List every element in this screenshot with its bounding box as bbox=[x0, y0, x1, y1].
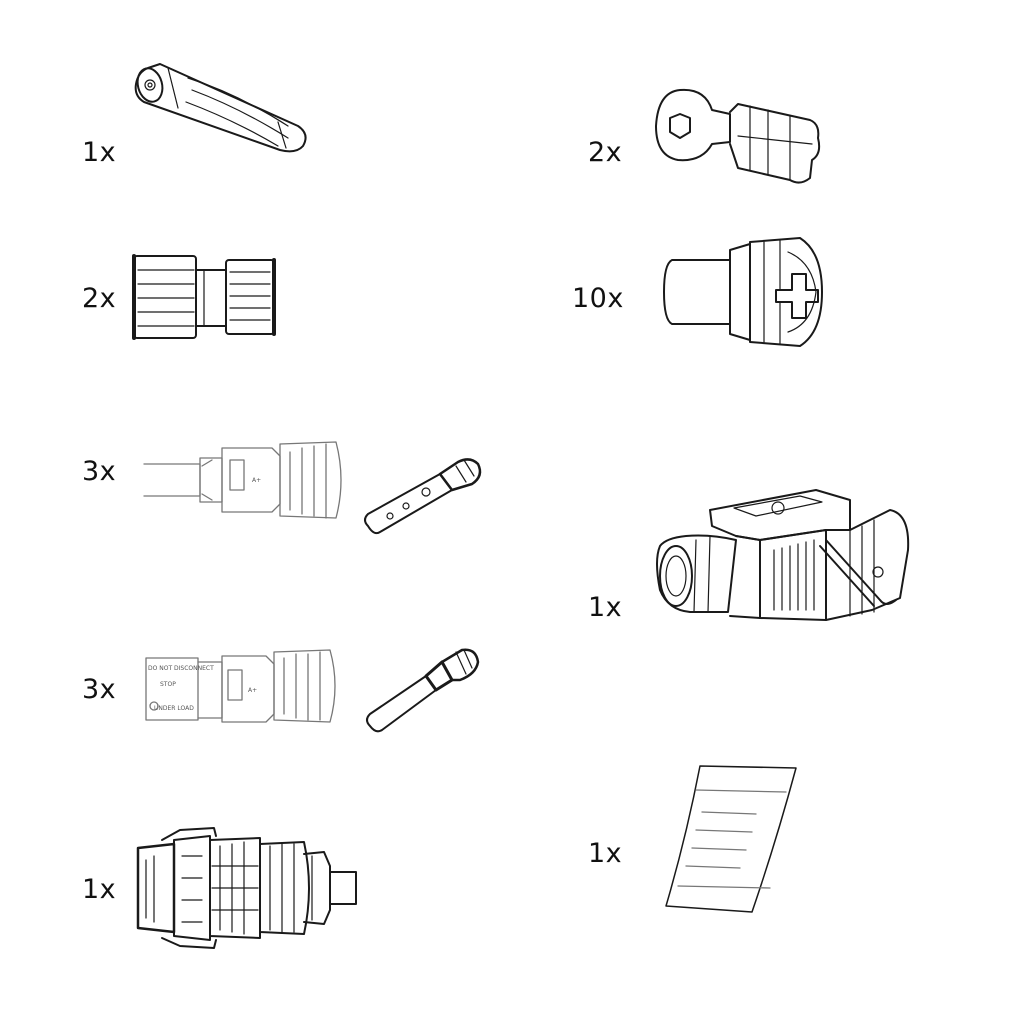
svg-text:A+: A+ bbox=[248, 687, 257, 694]
ac-connector-icon bbox=[650, 480, 930, 630]
quantity-cable-gland: 2x bbox=[82, 283, 117, 314]
quantity-pv-connector-set-b: 3x bbox=[82, 674, 117, 705]
hex-screwdriver-icon bbox=[128, 56, 313, 156]
communication-connector-icon bbox=[134, 826, 364, 951]
quantity-document: 1x bbox=[588, 838, 623, 869]
quantity-ring-terminal: 2x bbox=[588, 137, 623, 168]
pv-pin-icon bbox=[360, 446, 490, 541]
combination-screw-icon bbox=[660, 232, 830, 352]
document-sheet-icon bbox=[660, 762, 805, 917]
ring-terminal-icon bbox=[650, 82, 825, 192]
pv-connector-icon: A+ bbox=[140, 430, 360, 540]
cable-gland-icon bbox=[130, 250, 280, 345]
quantity-screwdriver: 1x bbox=[82, 137, 117, 168]
quantity-combination-screw: 10x bbox=[572, 283, 624, 314]
pv-pin-icon bbox=[360, 640, 490, 740]
connector-warning-line3: UNDER LOAD bbox=[154, 705, 194, 712]
pv-connector-labelled-icon: DO NOT DISCONNECT STOP UNDER LOAD A+ bbox=[140, 648, 360, 758]
quantity-pv-connector-set-a: 3x bbox=[82, 456, 117, 487]
connector-warning-line2: STOP bbox=[160, 681, 176, 688]
connector-warning-line1: DO NOT DISCONNECT bbox=[148, 665, 214, 672]
svg-text:A+: A+ bbox=[252, 477, 261, 484]
quantity-communication-connector: 1x bbox=[82, 874, 117, 905]
quantity-ac-connector: 1x bbox=[588, 592, 623, 623]
